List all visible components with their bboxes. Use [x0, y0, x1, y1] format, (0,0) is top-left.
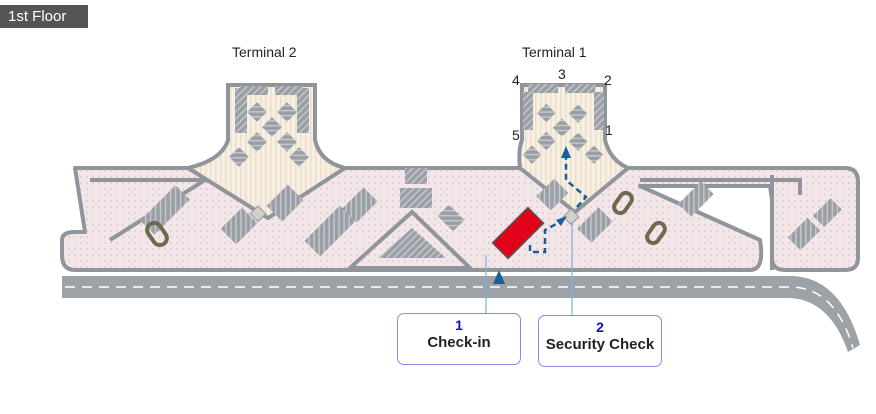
gate-5-label: 5	[512, 127, 520, 143]
security-check-callout[interactable]: 2 Security Check	[538, 315, 662, 367]
floor-label: 1st Floor	[0, 5, 88, 28]
route-arrowhead-icon	[556, 216, 567, 226]
check-in-callout[interactable]: 1 Check-in	[397, 313, 521, 365]
step-number: 2	[596, 319, 604, 335]
terminal-2-pier	[140, 83, 465, 257]
road	[62, 276, 860, 352]
step-number: 1	[455, 317, 463, 333]
terminal-1-pier	[517, 83, 842, 251]
gate-3-label: 3	[558, 66, 566, 82]
route-path	[493, 146, 588, 284]
gate-1-label: 1	[605, 122, 613, 138]
check-in-counter[interactable]	[491, 206, 545, 260]
step-label: Check-in	[427, 334, 491, 351]
entrance-arrow-icon	[493, 270, 505, 284]
step-label: Security Check	[545, 336, 655, 353]
gate-2-label: 2	[604, 72, 612, 88]
route-arrowhead-icon	[561, 146, 571, 158]
terminal-2-label: Terminal 2	[232, 44, 297, 60]
terminal-1-label: Terminal 1	[522, 44, 587, 60]
gate-4-label: 4	[512, 72, 520, 88]
